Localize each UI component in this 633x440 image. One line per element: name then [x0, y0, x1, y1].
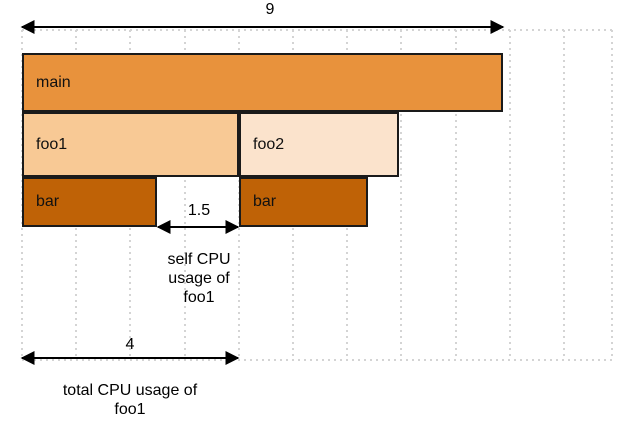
measure-caption-total-cpu-usage-foo1: total CPU usage of foo1 — [62, 382, 198, 418]
frame-label-bar-2: bar — [253, 193, 277, 210]
frame-bar-under-foo1[interactable]: bar — [22, 177, 157, 227]
frame-label-foo1: foo1 — [36, 135, 68, 153]
measure-caption-self-cpu-usage-foo1: self CPU usage of foo1 — [167, 251, 231, 306]
frame-foo2[interactable]: foo2 — [239, 112, 399, 177]
measure-value-self-cpu-usage-foo1: 1.5 — [187, 202, 211, 219]
frame-bar-under-foo2[interactable]: bar — [239, 177, 368, 227]
frame-label-bar-1: bar — [36, 193, 60, 210]
measure-value-total-width-main: 9 — [265, 1, 275, 18]
frame-label-main: main — [36, 73, 71, 91]
measure-value-total-cpu-usage-foo1: 4 — [125, 336, 135, 353]
frame-foo1[interactable]: foo1 — [22, 112, 239, 177]
frame-label-foo2: foo2 — [253, 135, 285, 153]
frame-main[interactable]: main — [22, 53, 503, 112]
